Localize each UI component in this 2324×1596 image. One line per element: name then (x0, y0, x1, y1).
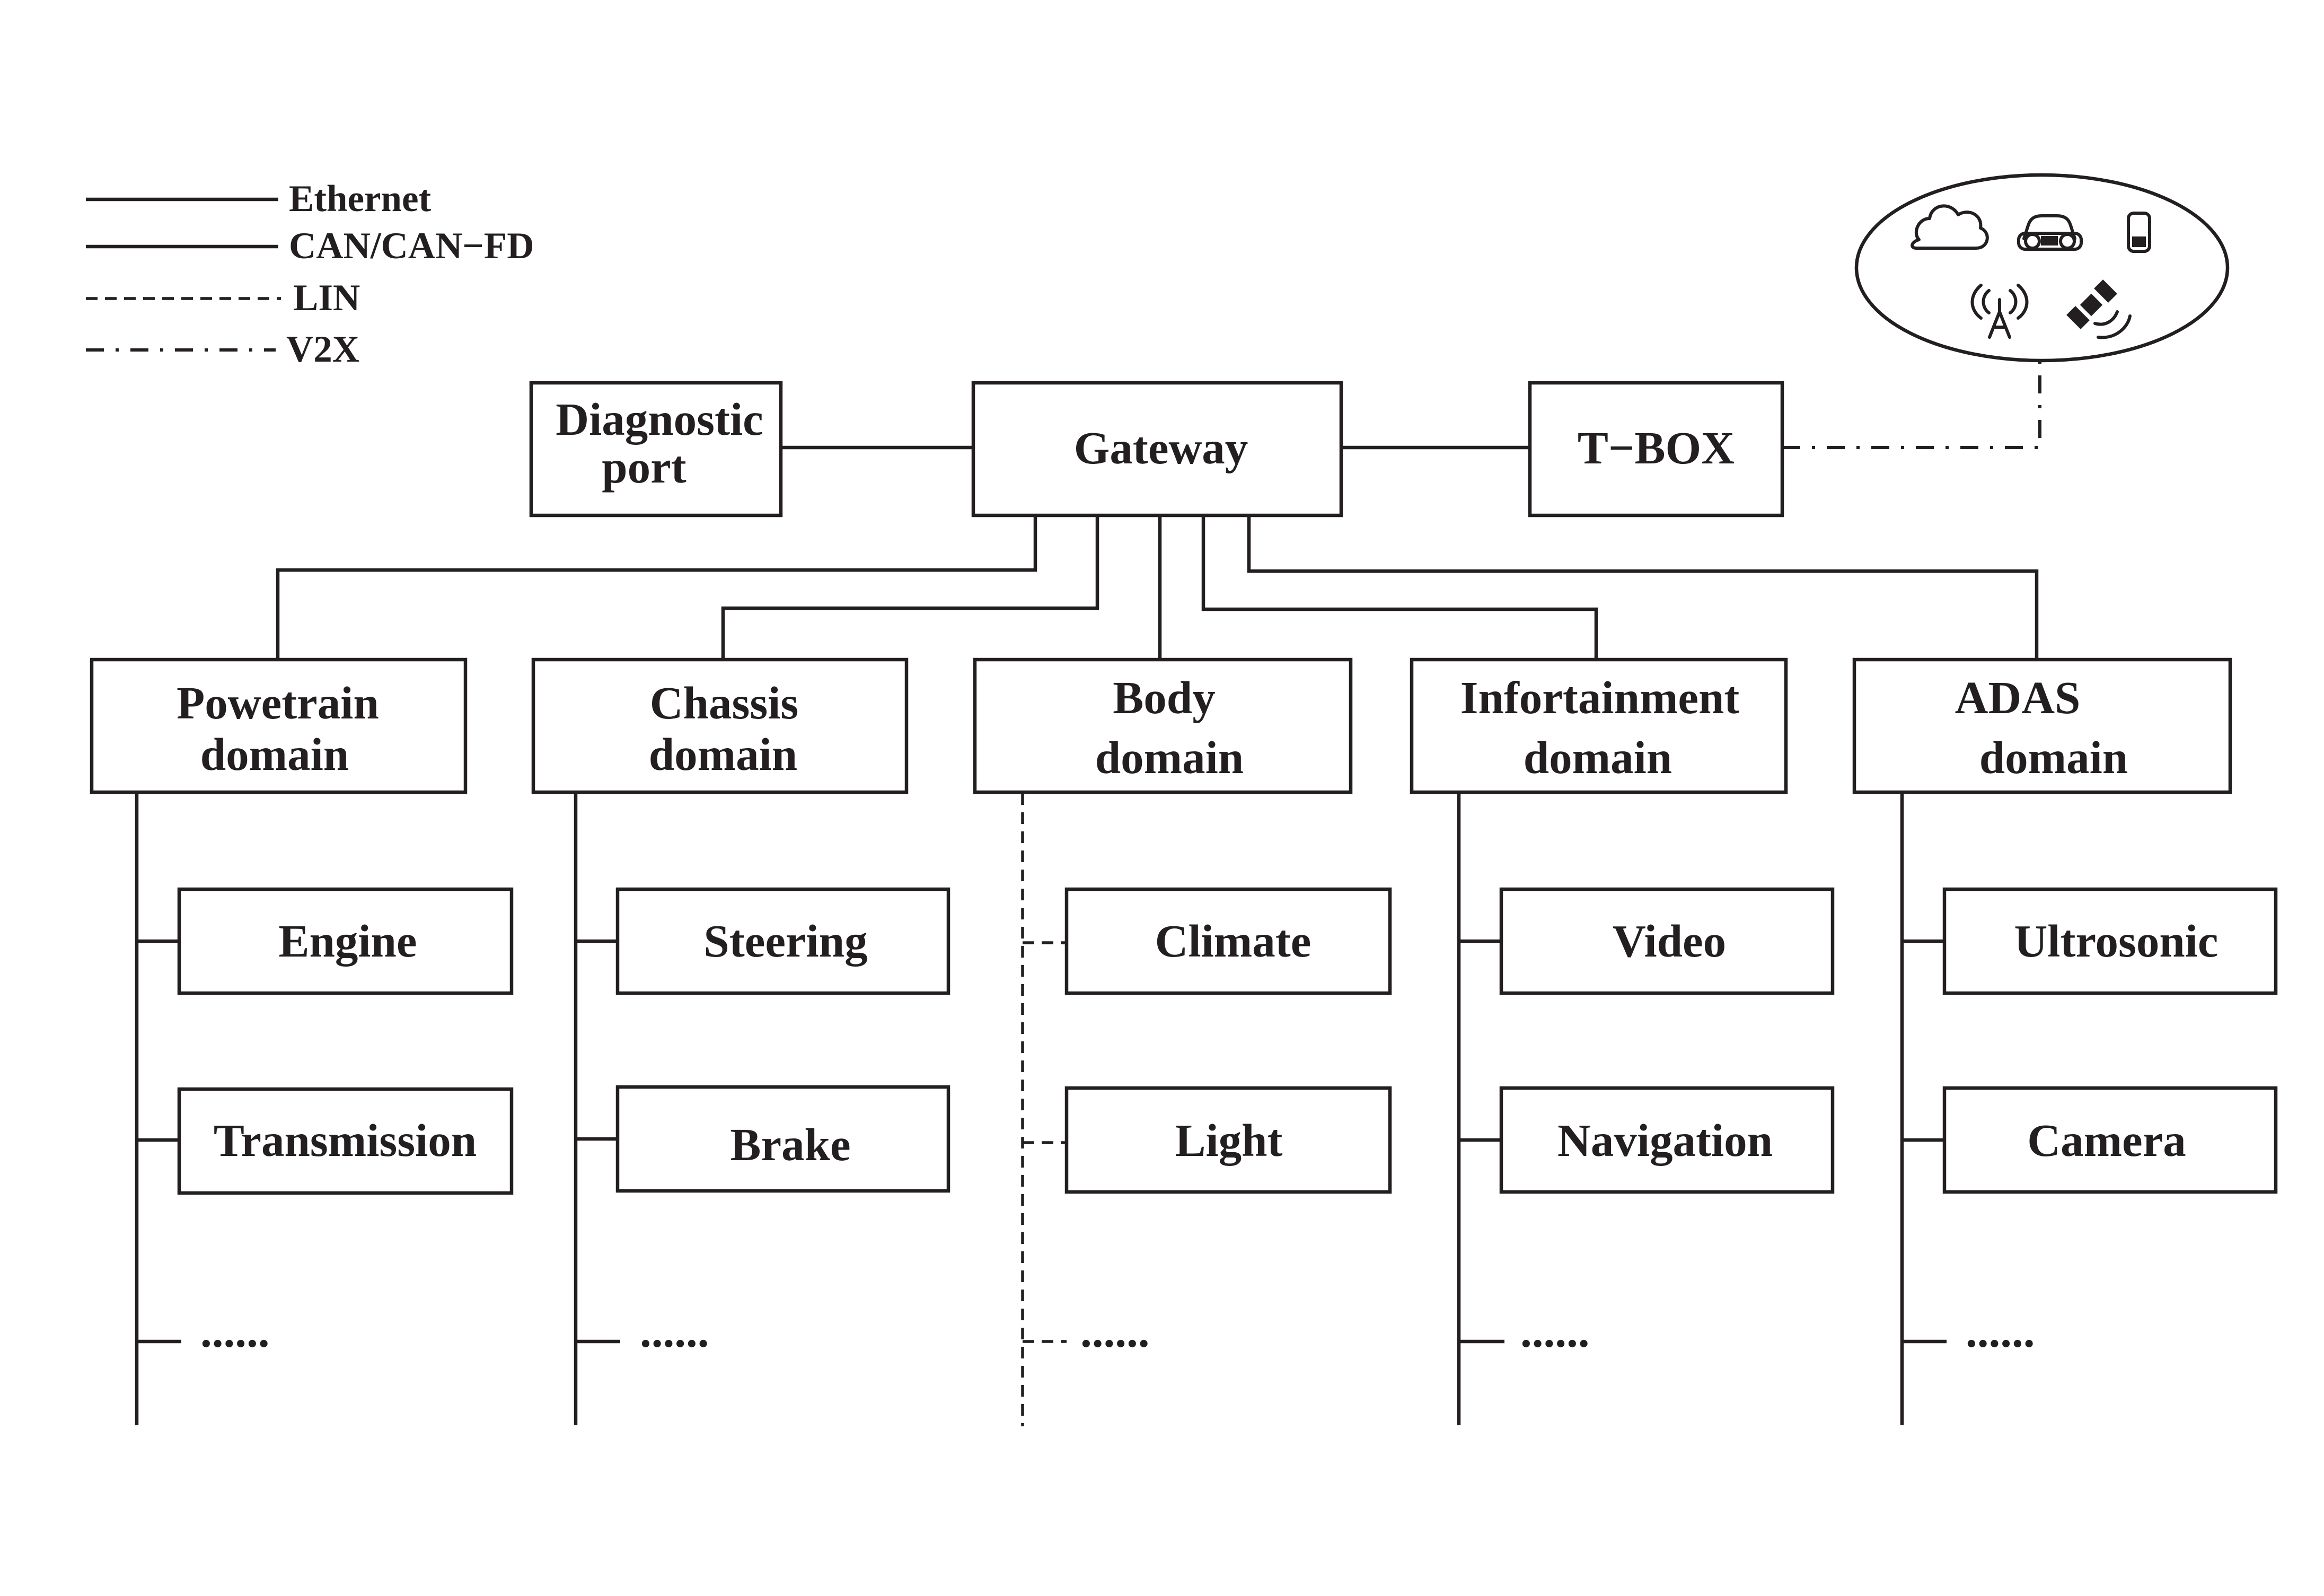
gateway-adas-link (1247, 515, 2039, 660)
phone-icon (2127, 212, 2151, 253)
chassis-more-ellipsis: ...... (640, 1305, 709, 1357)
cloud-icon (1911, 204, 1989, 250)
body-title-line2: domain (1095, 732, 1244, 783)
powertrain-domain-node: Powetrain domain (90, 657, 468, 794)
infotainment-more-ellipsis: ...... (1520, 1305, 1590, 1357)
video-label: Video (1613, 915, 1726, 967)
light-label: Light (1175, 1115, 1282, 1166)
steering-label: Steering (703, 915, 867, 967)
car-icon (2017, 214, 2083, 251)
climate-label: Climate (1155, 915, 1311, 967)
ultrasonic-node: Ultrosonic (1942, 887, 2278, 995)
adas-more-ellipsis: ...... (1966, 1305, 2035, 1357)
legend-v2x-label: V2X (286, 329, 359, 370)
infotainment-bus (1457, 792, 1504, 1425)
navigation-label: Navigation (1557, 1115, 1773, 1166)
transmission-label: Transmission (214, 1115, 477, 1166)
chassis-domain-node: Chassis domain (531, 657, 909, 794)
ultrasonic-label: Ultrosonic (2014, 915, 2218, 967)
adas-title-line2: domain (1979, 732, 2128, 783)
engine-label: Engine (278, 915, 417, 967)
body-title-line1: Body (1113, 672, 1215, 723)
video-node: Video (1499, 887, 1835, 995)
gateway-powertrain-link (276, 515, 1037, 660)
gateway-node: Gateway (971, 381, 1343, 518)
chassis-title-line2: domain (649, 729, 797, 780)
diagnostic-label-line1: Diagnostic (556, 393, 763, 445)
powertrain-title-line2: domain (200, 729, 349, 780)
light-node: Light (1064, 1086, 1392, 1194)
antenna-icon (1970, 284, 2029, 339)
steering-node: Steering (615, 887, 950, 995)
body-domain-node: Body domain (973, 657, 1353, 794)
legend-lin-label: LIN (293, 277, 360, 319)
camera-label: Camera (2027, 1115, 2186, 1166)
powertrain-more-ellipsis: ...... (200, 1305, 270, 1357)
chassis-bus (574, 792, 620, 1425)
body-bus (1021, 793, 1067, 1426)
legend-can-label: CAN/CAN−FD (289, 225, 534, 267)
adas-bus (1900, 792, 1947, 1425)
v2x-cloud-group (1854, 173, 2230, 363)
diagnostic-label-line2: port (602, 441, 686, 493)
engine-node: Engine (177, 887, 514, 995)
legend: Ethernet CAN/CAN−FD LIN V2X (86, 178, 534, 370)
adas-domain-node: ADAS domain (1852, 657, 2232, 794)
diagnostic-port-node: Diagnostic port (529, 381, 783, 518)
tbox-label: T−BOX (1578, 422, 1735, 473)
chassis-title-line1: Chassis (650, 677, 798, 729)
brake-label: Brake (730, 1119, 850, 1170)
adas-title-line1: ADAS (1955, 672, 2081, 723)
powertrain-bus (135, 792, 181, 1425)
infotainment-domain-node: Infortainment domain (1410, 657, 1788, 794)
transmission-node: Transmission (177, 1087, 514, 1195)
infotainment-title-line1: Infortainment (1460, 672, 1740, 723)
camera-node: Camera (1942, 1086, 2278, 1194)
gateway-chassis-link (721, 515, 1099, 660)
navigation-node: Navigation (1499, 1086, 1835, 1194)
climate-node: Climate (1064, 887, 1392, 995)
powertrain-title-line1: Powetrain (177, 677, 379, 729)
infotainment-title-line2: domain (1524, 732, 1672, 783)
legend-ethernet-label: Ethernet (289, 178, 432, 220)
gateway-infotainment-link (1201, 515, 1598, 660)
tbox-node: T−BOX (1528, 381, 1784, 518)
body-more-ellipsis: ...... (1080, 1305, 1150, 1357)
gateway-label: Gateway (1074, 422, 1248, 473)
brake-node: Brake (615, 1085, 950, 1193)
tbox-v2x-link (1782, 361, 2041, 449)
